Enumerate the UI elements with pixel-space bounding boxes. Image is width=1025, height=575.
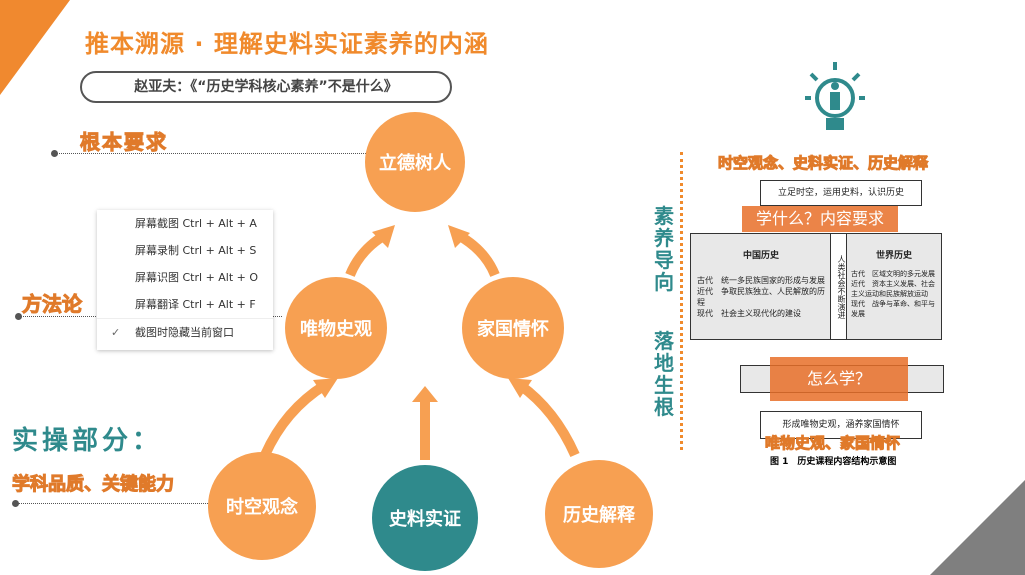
row: 近代 资本主义发展、社会主义运动和民族解放运动 xyxy=(851,280,935,298)
china-history-box: 中国历史 古代 统一多民族国家的形成与发展 近代 争取民族独立、人民解放的历程 … xyxy=(690,233,832,340)
world-title: 世界历史 xyxy=(875,251,912,261)
arrow xyxy=(260,380,328,458)
menu-item-recognize[interactable]: 屏幕识图 Ctrl + Alt + O xyxy=(135,271,259,284)
practice-heading: 实操部分： xyxy=(12,426,163,456)
page-title: 推本溯源 · 理解史料实证素养的内涵 xyxy=(85,30,489,58)
divider xyxy=(56,153,366,154)
overlay-what-to-learn: 学什么？内容要求 xyxy=(742,206,898,232)
corner-decoration xyxy=(0,0,70,95)
row: 古代 统一多民族国家的形成与发展 xyxy=(697,276,825,285)
quality-label: 学科品质、关键能力 xyxy=(12,474,175,496)
menu-item-record[interactable]: 屏幕录制 Ctrl + Alt + S xyxy=(135,244,257,257)
lightbulb-icon xyxy=(805,62,865,130)
vertical-label-bottom: 落地生根 xyxy=(654,329,674,419)
circle-shiliao-shizheng: 史料实证 xyxy=(372,465,478,571)
menu-item-translate[interactable]: 屏幕翻译 Ctrl + Alt + F xyxy=(135,298,256,311)
top-caption: 时空观念、史料实证、历史解释 xyxy=(717,154,929,173)
bracket xyxy=(680,152,691,450)
overlay-text: 学什么？ xyxy=(755,209,820,228)
arrow xyxy=(455,230,500,278)
content-structure-diagram: 立足时空，运用史料，认识历史 中国历史 古代 统一多民族国家的形成与发展 近代 … xyxy=(690,175,944,467)
world-history-box: 世界历史 古代 区域文明的多元发展 近代 资本主义发展、社会主义运动和民族解放运… xyxy=(846,233,942,340)
arrow xyxy=(517,380,580,458)
arrow xyxy=(345,230,388,277)
row: 现代 战争与革命、和平与发展 xyxy=(851,300,935,318)
overlay-text: 内容要求 xyxy=(820,209,885,228)
top-box: 立足时空，运用史料，认识历史 xyxy=(760,180,922,206)
bottom-box: 形成唯物史观，涵养家国情怀 xyxy=(760,411,922,439)
method-label: 方法论 xyxy=(22,292,83,317)
divider xyxy=(18,503,208,504)
row: 古代 区域文明的多元发展 xyxy=(851,270,935,278)
corner-decoration xyxy=(930,480,1025,575)
dot xyxy=(51,150,58,157)
circle-lide-shuren: 立德树人 xyxy=(365,112,465,212)
dot xyxy=(15,313,22,320)
row: 现代 社会主义现代化的建设 xyxy=(697,309,801,318)
vertical-label-top: 素养导向 xyxy=(654,204,674,294)
menu-item-screenshot[interactable]: 屏幕截图 Ctrl + Alt + A xyxy=(135,217,257,230)
bottom-caption: 唯物史观、家国情怀 xyxy=(764,434,901,453)
dot xyxy=(12,500,19,507)
overlay-how-to-learn: 怎么学？ xyxy=(770,357,908,401)
figure-caption: 图 1 历史课程内容结构示意图 xyxy=(770,457,897,467)
circle-jiaguo-qinghuai: 家国情怀 xyxy=(462,277,564,379)
circle-weiwu-shiguan: 唯物史观 xyxy=(285,277,387,379)
root-label: 根本要求 xyxy=(80,130,168,155)
subtitle-badge: 赵亚夫：《“历史学科核心素养”不是什么》 xyxy=(80,71,452,103)
context-menu: 屏幕截图 Ctrl + Alt + A 屏幕录制 Ctrl + Alt + S … xyxy=(97,210,273,350)
menu-item-label: 截图时隐藏当前窗口 xyxy=(135,326,234,339)
row: 近代 争取民族独立、人民解放的历程 xyxy=(697,287,825,307)
circle-shikong-guannian: 时空观念 xyxy=(208,452,316,560)
china-title: 中国历史 xyxy=(742,251,779,261)
circle-lishi-jieshi: 历史解释 xyxy=(545,460,653,568)
menu-item-hide-window[interactable]: ✓ 截图时隐藏当前窗口 xyxy=(97,318,273,346)
check-icon: ✓ xyxy=(111,326,121,339)
